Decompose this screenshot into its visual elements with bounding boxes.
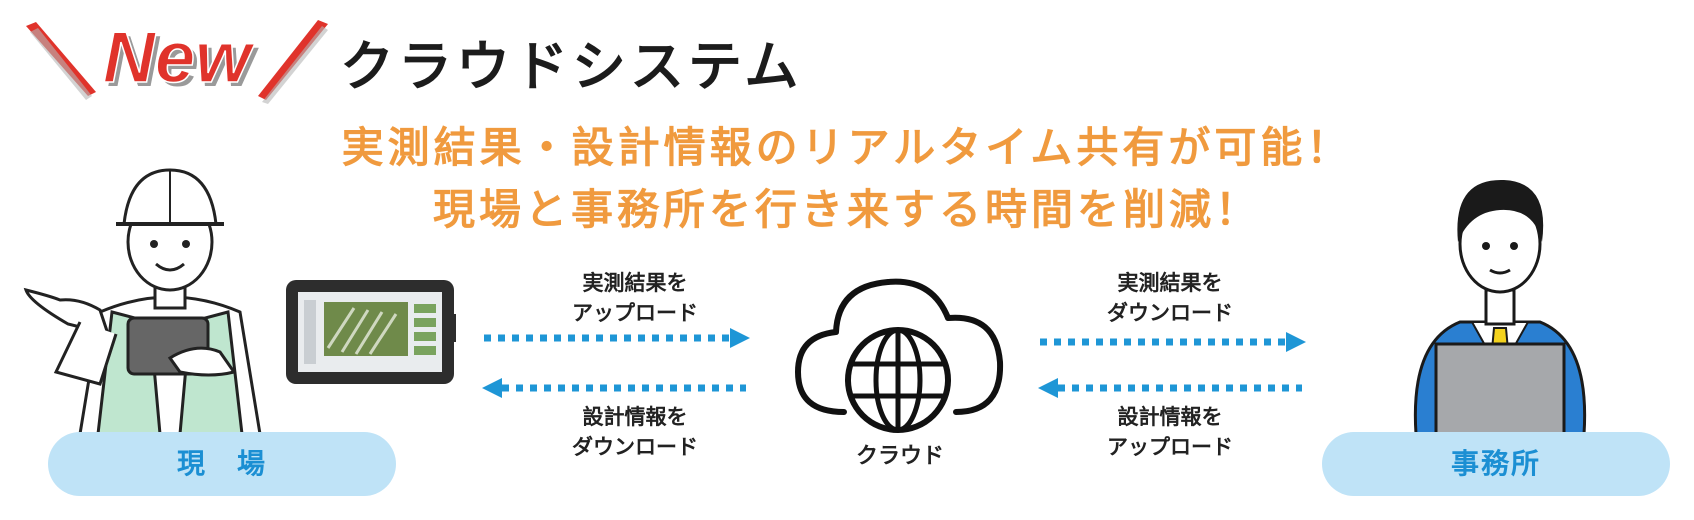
arrow-office-to-cloud [1038, 378, 1302, 398]
office-worker-illustration [1413, 179, 1587, 436]
flow-caption-line: 設計情報を [582, 405, 688, 429]
page-title: クラウドシステム [340, 35, 803, 98]
office-pill: 事務所 [1322, 432, 1670, 496]
site-worker-illustration [23, 168, 262, 436]
site-pill: 現 場 [48, 432, 396, 496]
new-badge: New New [26, 17, 328, 104]
flow-caption-line: アップロード [572, 301, 698, 325]
flow-caption-download-design: 設計情報を ダウンロード [515, 402, 755, 462]
new-badge-shadow: New [107, 22, 259, 102]
laptop-icon [1434, 342, 1566, 436]
headline-line-2: 現場と事務所を行き来する時間を削減！ [432, 185, 1261, 234]
flow-caption-line: 設計情報を [1117, 405, 1223, 429]
new-badge-text: New [103, 18, 255, 98]
flow-caption-line: 実測結果を [1117, 271, 1223, 295]
cloud-label: クラウド [855, 444, 944, 469]
cloud-globe-icon [795, 278, 1004, 433]
hair [1457, 179, 1544, 242]
arrow-cloud-to-office [1040, 332, 1306, 352]
flow-caption-line: 実測結果を [582, 271, 688, 295]
slash-right [258, 20, 328, 100]
flow-caption-download-results: 実測結果を ダウンロード [1050, 268, 1290, 328]
flow-caption-line: ダウンロード [572, 435, 698, 459]
flow-caption-upload-design: 設計情報を アップロード [1050, 402, 1290, 462]
headline-line-1: 実測結果・設計情報のリアルタイム共有が可能！ [341, 123, 1353, 172]
flow-caption-line: アップロード [1107, 435, 1233, 459]
rugged-tablet-icon [286, 280, 456, 384]
arrow-cloud-to-site [482, 378, 746, 398]
flow-caption-upload-results: 実測結果を アップロード [515, 268, 755, 328]
arrow-site-to-cloud [484, 328, 750, 348]
flow-caption-line: ダウンロード [1107, 301, 1233, 325]
